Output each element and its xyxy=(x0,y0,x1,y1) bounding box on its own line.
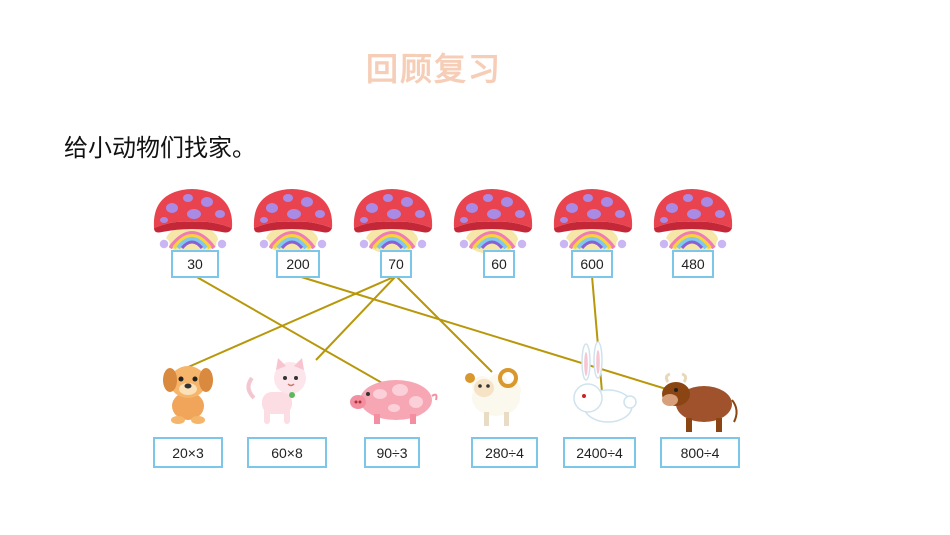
animal-expression-box-5: 2400÷4 xyxy=(563,437,636,468)
connection-line-3 xyxy=(185,275,397,369)
instruction-text: 给小动物们找家。 xyxy=(64,134,256,162)
mushroom-house-4 xyxy=(451,187,535,256)
connection-line-1 xyxy=(194,275,385,385)
house-number-box-5: 600 xyxy=(571,250,613,278)
mushroom-house-2 xyxy=(251,187,335,256)
animal-expression-box-1: 20×3 xyxy=(153,437,223,468)
page-title: 回顾复习 xyxy=(365,50,502,88)
connection-line-4 xyxy=(315,275,397,361)
animal-expression-box-2: 60×8 xyxy=(247,437,327,468)
dog-illustration xyxy=(163,366,213,424)
cow-illustration xyxy=(662,372,738,432)
cat-illustration xyxy=(246,358,306,424)
mushroom-house-1 xyxy=(151,187,235,256)
pig-illustration xyxy=(350,380,438,424)
connection-line-2 xyxy=(297,275,677,393)
mushroom-house-6 xyxy=(651,187,735,256)
house-number-box-6: 480 xyxy=(672,250,714,278)
connection-lines xyxy=(185,275,677,393)
animal-expression-box-3: 90÷3 xyxy=(364,437,420,468)
mushroom-house-5 xyxy=(551,187,635,256)
sheep-illustration xyxy=(465,368,521,426)
connection-line-5 xyxy=(395,275,493,373)
animal-expression-box-4: 280÷4 xyxy=(471,437,538,468)
house-number-box-3: 70 xyxy=(380,250,412,278)
rabbit-illustration xyxy=(573,341,637,423)
animal-expression-box-6: 800÷4 xyxy=(660,437,740,468)
house-number-box-2: 200 xyxy=(276,250,320,278)
house-number-box-4: 60 xyxy=(483,250,515,278)
mushroom-house-3 xyxy=(351,187,435,256)
house-number-box-1: 30 xyxy=(171,250,219,278)
